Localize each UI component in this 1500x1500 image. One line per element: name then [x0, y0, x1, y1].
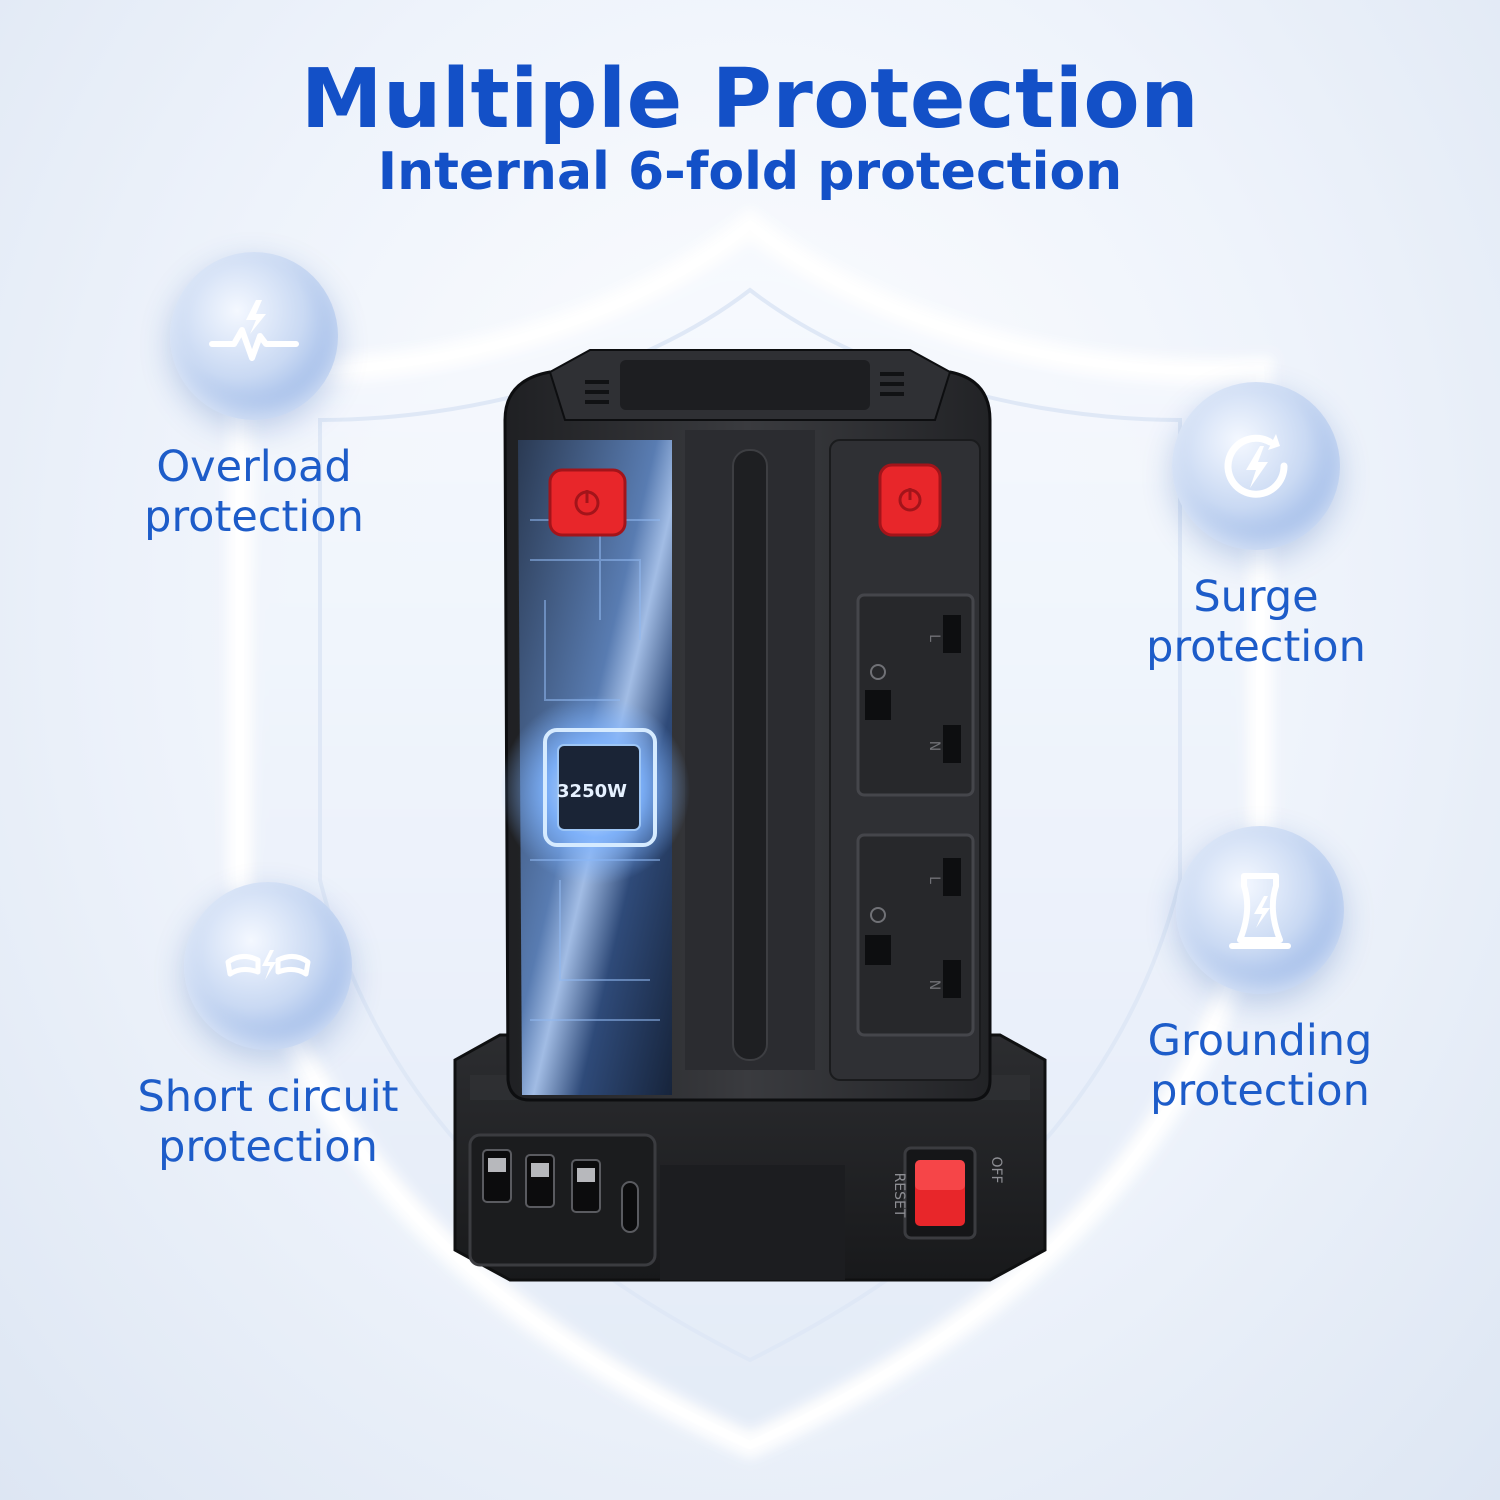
heartbeat-lightning-icon	[209, 300, 299, 361]
usb-a-port	[525, 1154, 555, 1208]
feature-label: Grounding protection	[1100, 1016, 1420, 1116]
neutral-mark: N	[926, 980, 942, 990]
feature-label-line: Overload	[156, 442, 352, 492]
socket-pin-earth	[865, 690, 891, 720]
usb-port-group	[468, 1133, 657, 1267]
feature-label-line: Short circuit	[137, 1072, 399, 1122]
outlet-power-button-right[interactable]	[878, 463, 942, 537]
usb-a-port-contact	[531, 1163, 549, 1177]
earth-symbol-icon	[870, 907, 886, 923]
usb-a-port	[482, 1149, 512, 1203]
usb-a-port-contact	[488, 1158, 506, 1172]
transparent-cutaway-panel: 3250W	[500, 440, 690, 1095]
socket-pin-earth	[865, 935, 891, 965]
chip	[557, 744, 641, 831]
neutral-mark: N	[926, 741, 942, 751]
feature-label-line: protection	[1150, 1066, 1370, 1116]
feature-bubble	[1176, 826, 1344, 994]
feature-label: Short circuit protection	[108, 1072, 428, 1172]
usb-c-port	[621, 1181, 639, 1233]
uk-socket-top[interactable]: L N	[856, 593, 975, 797]
reset-switch-panel: RESET OFF	[891, 1146, 1004, 1240]
feature-grounding-protection: Grounding protection	[1100, 826, 1420, 1116]
uk-socket-bottom[interactable]: L N	[856, 833, 975, 1037]
feature-short-circuit-protection: Short circuit protection	[108, 882, 428, 1172]
feature-overload-protection: Overload protection	[94, 252, 414, 542]
socket-pin-live	[943, 615, 961, 653]
feature-bubble	[184, 882, 352, 1050]
feature-label: Surge protection	[1096, 572, 1416, 672]
outlet-power-button-left[interactable]	[548, 468, 627, 537]
broken-wire-spark-icon	[225, 950, 311, 980]
socket-pin-neutral	[943, 960, 961, 998]
vent-slots	[585, 372, 904, 404]
feature-label-line: Surge	[1193, 572, 1319, 622]
feature-surge-protection: Surge protection	[1096, 382, 1416, 672]
reset-label: RESET	[891, 1173, 907, 1218]
chip-outline	[543, 728, 657, 847]
live-mark: L	[926, 634, 942, 642]
feature-label-line: protection	[158, 1122, 378, 1172]
chip-wattage-label: 3250W	[557, 781, 627, 802]
socket-pin-neutral	[943, 725, 961, 763]
cooling-tower-lightning-icon	[1229, 873, 1291, 949]
feature-bubble	[170, 252, 338, 420]
usb-a-port-contact	[577, 1168, 595, 1182]
earth-symbol-icon	[870, 664, 886, 680]
live-mark: L	[926, 876, 942, 884]
feature-label-line: protection	[144, 492, 364, 542]
feature-label-line: Grounding	[1147, 1016, 1373, 1066]
page-subtitle: Internal 6-fold protection	[377, 142, 1123, 202]
feature-bubble	[1172, 382, 1340, 550]
page-title: Multiple Protection	[300, 52, 1200, 147]
feature-label: Overload protection	[94, 442, 414, 542]
off-label: OFF	[988, 1156, 1004, 1183]
rocker-highlight	[915, 1160, 965, 1190]
usb-a-port	[571, 1159, 601, 1213]
feature-label-line: protection	[1146, 622, 1366, 672]
lightning-circle-icon	[1224, 434, 1288, 498]
socket-pin-live	[943, 858, 961, 896]
